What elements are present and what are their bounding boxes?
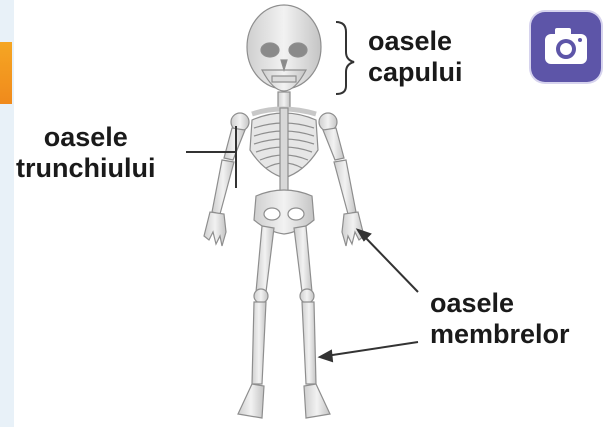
camera-icon — [531, 12, 601, 82]
camera-button[interactable] — [531, 12, 601, 82]
left-shin — [252, 302, 266, 384]
left-knee — [254, 289, 268, 303]
right-hand — [342, 212, 364, 246]
right-femur — [294, 226, 312, 292]
right-knee — [300, 289, 314, 303]
right-upper-arm — [323, 128, 344, 160]
right-foot — [304, 384, 330, 418]
spine — [280, 108, 288, 198]
skull — [247, 5, 321, 91]
left-femur — [256, 226, 274, 292]
head-bones-label: oasele capului — [368, 26, 463, 88]
left-upper-arm — [224, 128, 245, 160]
right-shin — [302, 302, 316, 384]
right-forearm — [334, 160, 356, 214]
left-foot — [238, 384, 264, 418]
trunk-bones-label: oasele trunchiului — [16, 122, 155, 184]
head-bracket — [336, 22, 354, 94]
skeleton — [204, 5, 364, 418]
left-hand — [204, 212, 226, 246]
limb-arrows — [320, 230, 418, 361]
neck — [278, 92, 290, 108]
limb-bones-label: oasele membrelor — [430, 288, 570, 350]
left-forearm — [212, 160, 234, 214]
